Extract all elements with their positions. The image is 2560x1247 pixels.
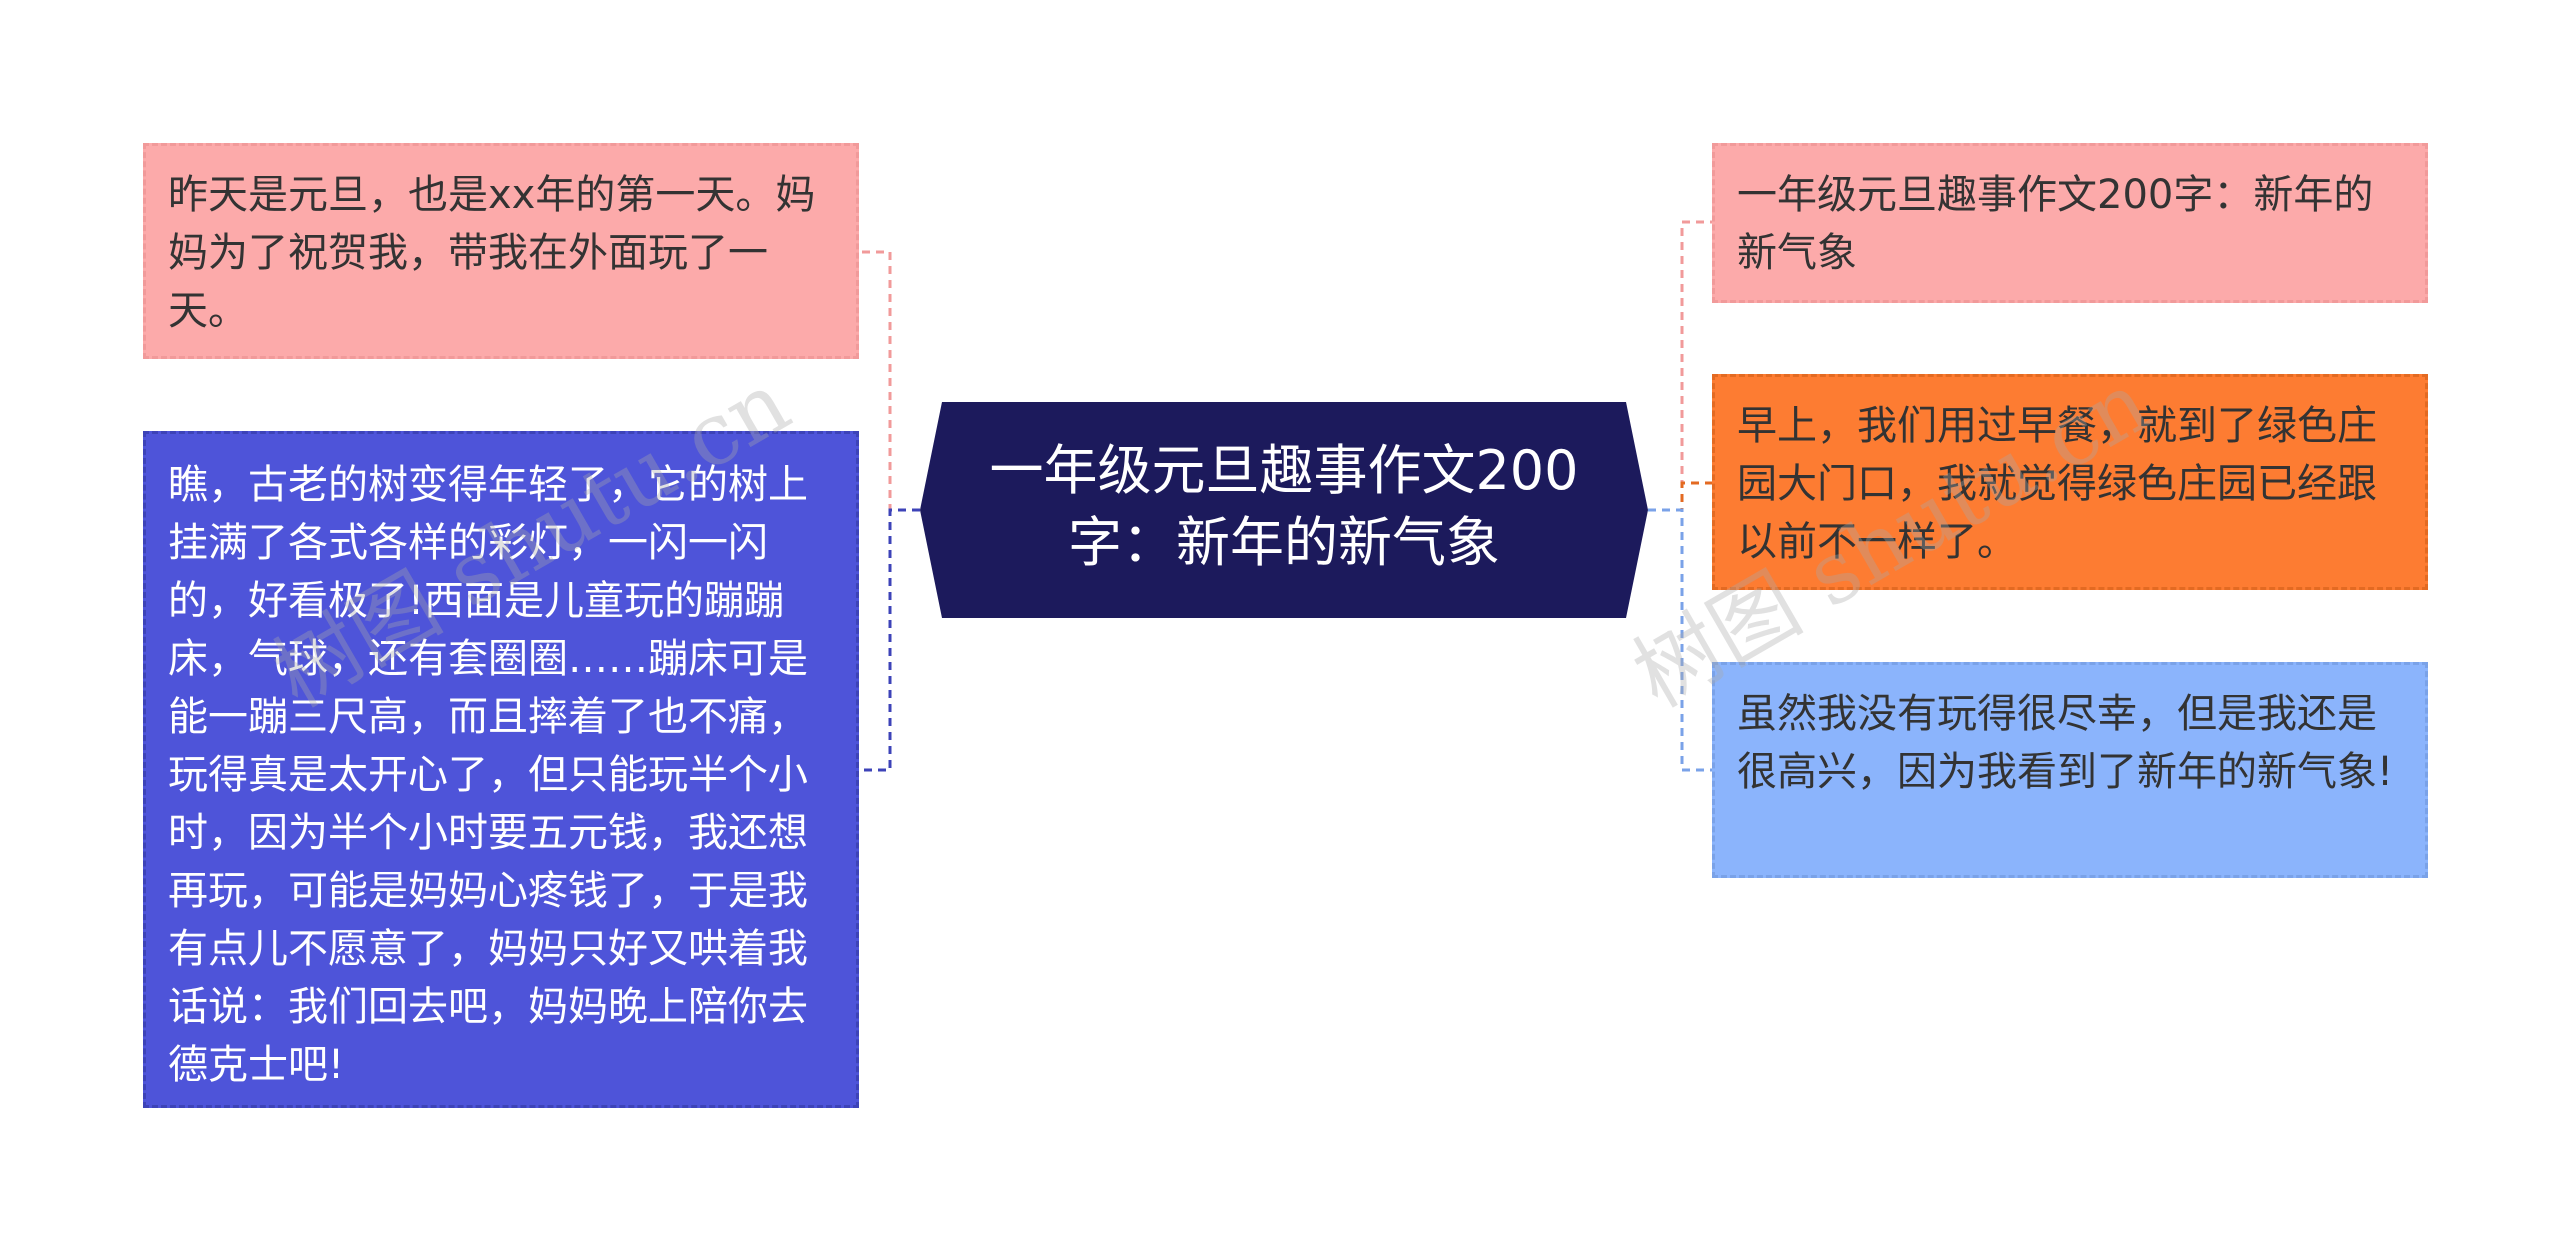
- center-topic-title: 一年级元旦趣事作文200字：新年的新气象: [989, 439, 1579, 574]
- right-node-1[interactable]: 一年级元旦趣事作文200字：新年的新气象: [1712, 143, 2428, 303]
- right-node-3[interactable]: 虽然我没有玩得很尽幸，但是我还是很高兴，因为我看到了新年的新气象!: [1712, 662, 2428, 878]
- center-topic[interactable]: 一年级元旦趣事作文200字：新年的新气象: [920, 402, 1648, 618]
- right-node-1-text: 一年级元旦趣事作文200字：新年的新气象: [1737, 172, 2374, 276]
- left-node-2-text: 瞧，古老的树变得年轻了，它的树上挂满了各式各样的彩灯，一闪一闪的，好看极了!西面…: [168, 462, 808, 1088]
- connector-left-2: [859, 508, 920, 772]
- connector-right-2: [1648, 481, 1712, 512]
- connector-left-1: [859, 250, 920, 512]
- connector-right-3: [1648, 508, 1712, 772]
- connector-right-1: [1648, 220, 1712, 512]
- right-node-2-text: 早上，我们用过早餐，就到了绿色庄园大门口，我就觉得绿色庄园已经跟以前不一样了。: [1737, 403, 2377, 565]
- left-node-1[interactable]: 昨天是元旦，也是xx年的第一天。妈妈为了祝贺我，带我在外面玩了一天。: [143, 143, 859, 359]
- left-node-1-text: 昨天是元旦，也是xx年的第一天。妈妈为了祝贺我，带我在外面玩了一天。: [168, 172, 816, 334]
- left-node-2[interactable]: 瞧，古老的树变得年轻了，它的树上挂满了各式各样的彩灯，一闪一闪的，好看极了!西面…: [143, 431, 859, 1108]
- right-node-2[interactable]: 早上，我们用过早餐，就到了绿色庄园大门口，我就觉得绿色庄园已经跟以前不一样了。: [1712, 374, 2428, 590]
- right-node-3-text: 虽然我没有玩得很尽幸，但是我还是很高兴，因为我看到了新年的新气象!: [1737, 691, 2394, 795]
- center-hexagon-shape: [920, 402, 1648, 618]
